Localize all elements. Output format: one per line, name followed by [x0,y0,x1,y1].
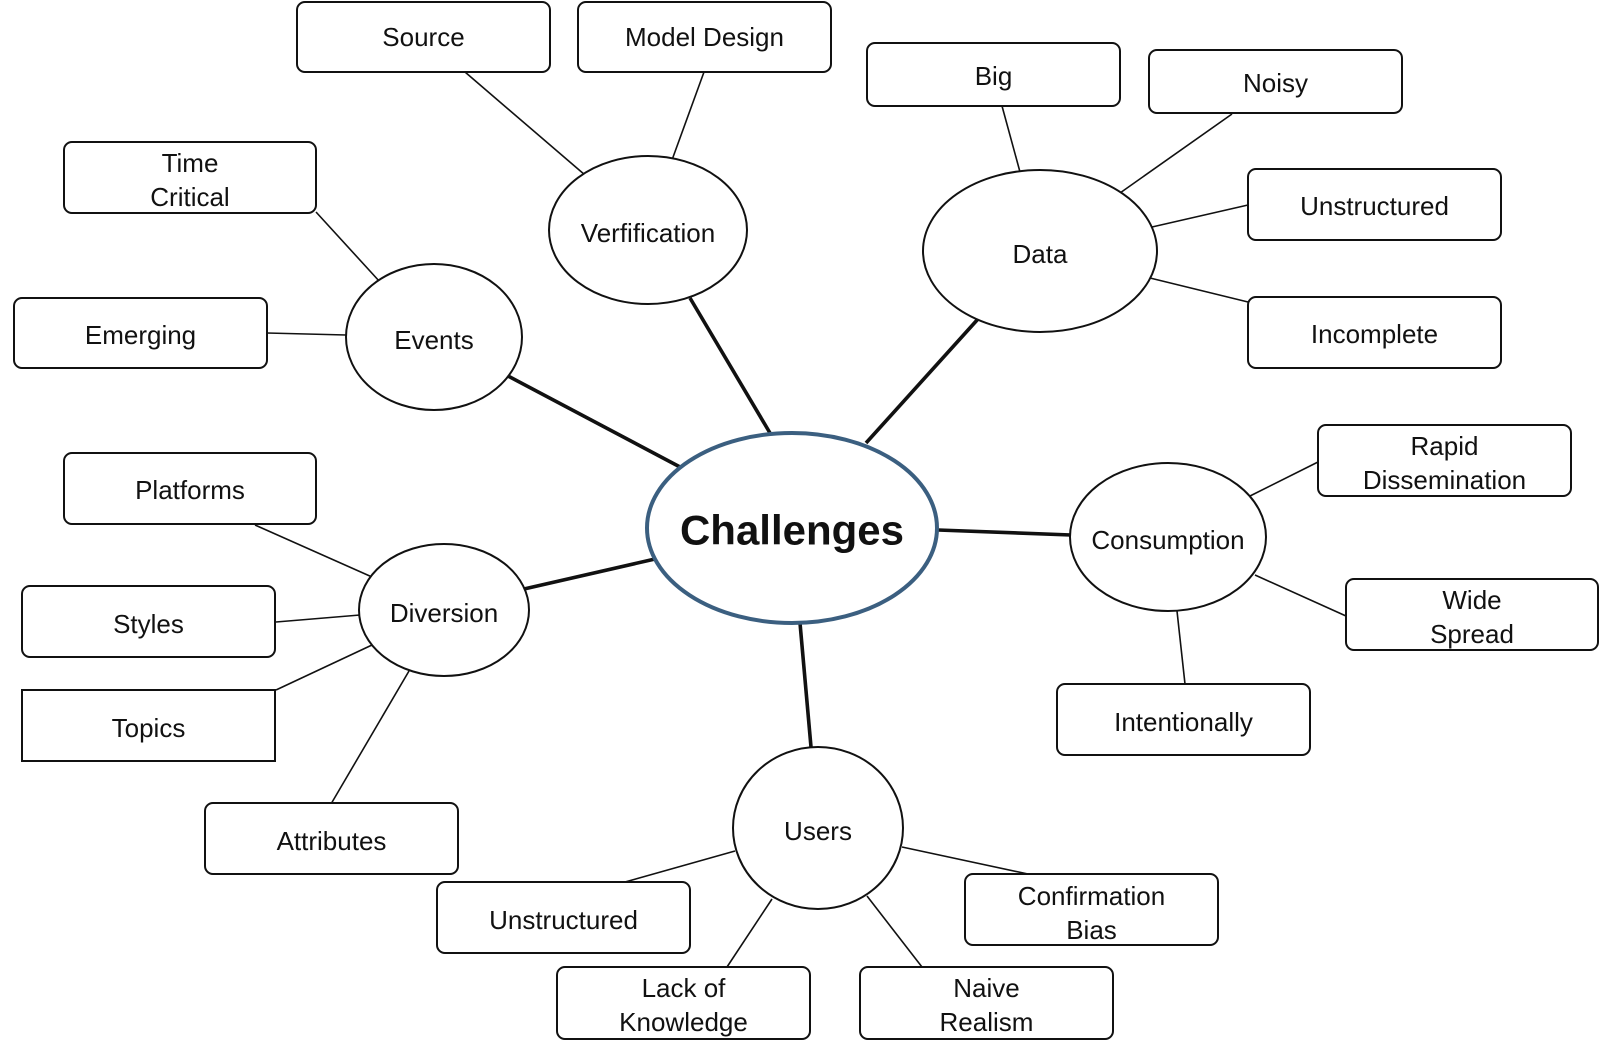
link-events-time-critical [315,211,381,283]
leaf-time-critical-line1: Time [162,148,219,178]
link-center-users [798,622,813,748]
leaf-big-label: Big [975,61,1013,91]
link-consumption-rapid-dissemination [1249,461,1319,497]
hub-data: Data [922,169,1158,333]
leaf-model-design: Model Design [577,1,832,73]
hub-verification: Verfification [548,155,748,305]
leaf-users-unstructured: Unstructured [436,881,691,954]
link-diversion-styles [275,614,361,623]
leaf-time-critical: Time Critical [63,141,317,214]
center-ellipse [645,431,939,625]
leaf-naive-realism: Naive Realism [859,966,1114,1040]
leaf-rapid-dissemination-line2: Dissemination [1363,465,1526,495]
leaf-confirmation-bias-line1: Confirmation [1018,881,1165,911]
leaf-source: Source [296,1,551,73]
leaf-platforms: Platforms [63,452,317,525]
center-label: Challenges [680,507,904,554]
connectors [254,71,1347,968]
link-diversion-platforms [254,524,373,578]
hub-events-label: Events [394,325,474,355]
hub-users-label: Users [784,816,852,846]
link-diversion-topics [275,644,373,691]
link-consumption-intentionally [1176,610,1186,685]
link-users-lack-of-knowledge [726,898,773,968]
leaf-nodes: Source Model Design Big Noisy Unstructur… [13,1,1599,1040]
link-data-big [1001,105,1021,173]
link-events-emerging [266,332,347,336]
leaf-rapid-dissemination-line1: Rapid [1411,431,1479,461]
hub-data-label: Data [1013,239,1068,269]
leaf-emerging-label: Emerging [85,320,196,350]
leaf-lack-of-knowledge-line1: Lack of [642,973,727,1003]
link-users-confirmation-bias [901,846,1029,875]
link-verification-model-design [671,71,705,161]
leaf-wide-spread: Wide Spread [1345,578,1599,651]
leaf-lack-of-knowledge: Lack of Knowledge [556,966,811,1040]
link-data-incomplete [1149,277,1249,303]
hub-diversion: Diversion [358,543,530,677]
leaf-naive-realism-line1: Naive [953,973,1019,1003]
hub-events: Events [345,263,523,411]
link-verification-source [464,71,586,176]
leaf-intentionally: Intentionally [1056,683,1311,756]
hub-diversion-label: Diversion [390,598,498,628]
leaf-noisy-label: Noisy [1243,68,1308,98]
hub-nodes: Verfification Data Events Consumption Di… [345,155,1267,910]
leaf-naive-realism-line2: Realism [940,1007,1034,1037]
hub-verification-label: Verfification [581,218,715,248]
leaf-topics: Topics [21,689,276,762]
link-center-events [507,374,681,469]
link-diversion-attributes [330,670,410,805]
leaf-data-unstructured: Unstructured [1247,168,1502,241]
link-users-naive-realism [866,895,923,968]
leaf-lack-of-knowledge-line2: Knowledge [619,1007,748,1037]
leaf-emerging: Emerging [13,297,268,369]
leaf-topics-label: Topics [112,713,186,743]
link-center-data [864,317,980,445]
center-node: Challenges [645,431,939,625]
leaf-big: Big [866,42,1121,107]
leaf-rapid-dissemination: Rapid Dissemination [1317,424,1572,497]
leaf-users-unstructured-label: Unstructured [489,905,638,935]
link-consumption-wide-spread [1254,574,1347,617]
hub-consumption-label: Consumption [1091,525,1244,555]
leaf-time-critical-line2: Critical [150,182,229,212]
hub-consumption: Consumption [1069,462,1267,612]
hub-users: Users [732,746,904,910]
leaf-confirmation-bias: Confirmation Bias [964,873,1219,946]
leaf-styles-label: Styles [113,609,184,639]
leaf-noisy: Noisy [1148,49,1403,114]
leaf-styles: Styles [21,585,276,658]
link-data-noisy [1119,113,1233,194]
leaf-source-label: Source [382,22,464,52]
leaf-wide-spread-line1: Wide [1442,585,1501,615]
link-users-unstructured [624,850,736,883]
leaf-data-unstructured-label: Unstructured [1300,191,1449,221]
link-center-diversion [523,557,656,591]
link-center-consumption [937,528,1072,537]
leaf-incomplete-label: Incomplete [1311,319,1438,349]
leaf-attributes-label: Attributes [277,826,387,856]
leaf-intentionally-label: Intentionally [1114,707,1253,737]
leaf-model-design-label: Model Design [625,22,784,52]
leaf-incomplete: Incomplete [1247,296,1502,369]
leaf-platforms-label: Platforms [135,475,245,505]
link-data-unstructured [1151,204,1249,228]
leaf-wide-spread-line2: Spread [1430,619,1514,649]
link-center-verification [688,297,772,434]
leaf-attributes: Attributes [204,802,459,875]
leaf-confirmation-bias-line2: Bias [1066,915,1117,945]
